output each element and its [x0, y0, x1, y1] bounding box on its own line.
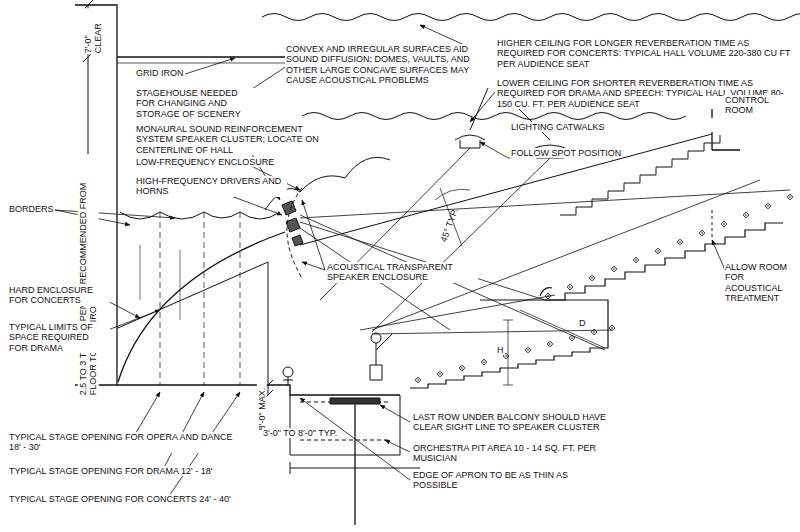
annotation-label: ORCHESTRA PIT AREA 10 - 14 SQ. FT. PER M…: [412, 443, 614, 464]
annotation-label: 2.5 TO 3 TIMES OPENING RECOMMENDED FROM …: [78, 154, 99, 396]
annotation-label: STAGEHOUSE NEEDED FOR CHANGING AND STORA…: [135, 88, 257, 119]
annotation-label: MONAURAL SOUND REINFORCEMENT SYSTEM SPEA…: [135, 124, 332, 155]
annotation-label: CONTROL ROOM: [724, 95, 796, 116]
annotation-label: TYPICAL STAGE OPENING FOR DRAMA 12' - 18…: [8, 466, 213, 476]
annotation-label: HARD ENCLOSURE FOR CONCERTS: [8, 285, 110, 306]
annotation-label: HIGH-FREQUENCY DRIVERS AND HORNS: [135, 176, 287, 197]
annotation-label: TYPICAL LIMITS OF SPACE REQUIRED FOR DRA…: [8, 322, 110, 353]
annotation-label: EDGE OF APRON TO BE AS THIN AS POSSIBLE: [412, 470, 584, 491]
annotation-label: LIGHTING CATWALKS: [510, 122, 606, 132]
annotation-label: BORDERS: [8, 204, 55, 214]
annotation-label: 45° TYP.: [438, 192, 466, 244]
annotation-label: LAST ROW UNDER BALCONY SHOULD HAVE CLEAR…: [412, 412, 614, 433]
annotation-label: 8'-0" MAX.: [257, 379, 267, 431]
annotation-label: HIGHER CEILING FOR LONGER REVERBERATION …: [496, 38, 796, 69]
annotation-label: CONVEX AND IRREGULAR SURFACES AID SOUND …: [285, 44, 482, 85]
annotation-label: TYPICAL STAGE OPENING FOR OPERA AND DANC…: [8, 432, 240, 453]
annotation-label: H: [496, 345, 505, 355]
annotation-label: LOW-FREQUENCY ENCLOSURE: [135, 157, 275, 167]
annotation-label: D: [578, 318, 587, 328]
annotation-label: 3'-0" TO 8'-0" TYP.: [262, 428, 338, 438]
annotation-label: GRID IRON: [135, 68, 185, 78]
annotation-label: ALLOW ROOM FOR ACOUSTICAL TREATMENT: [724, 262, 796, 303]
annotation-label: FOLLOW SPOT POSITION: [510, 148, 622, 158]
annotation-label: 7'-0" CLEAR: [83, 8, 104, 54]
annotation-label: TYPICAL STAGE OPENING FOR CONCERTS 24' -…: [8, 494, 232, 504]
annotation-label: ACOUSTICAL TRANSPARENT SPEAKER ENCLOSURE: [326, 262, 478, 283]
